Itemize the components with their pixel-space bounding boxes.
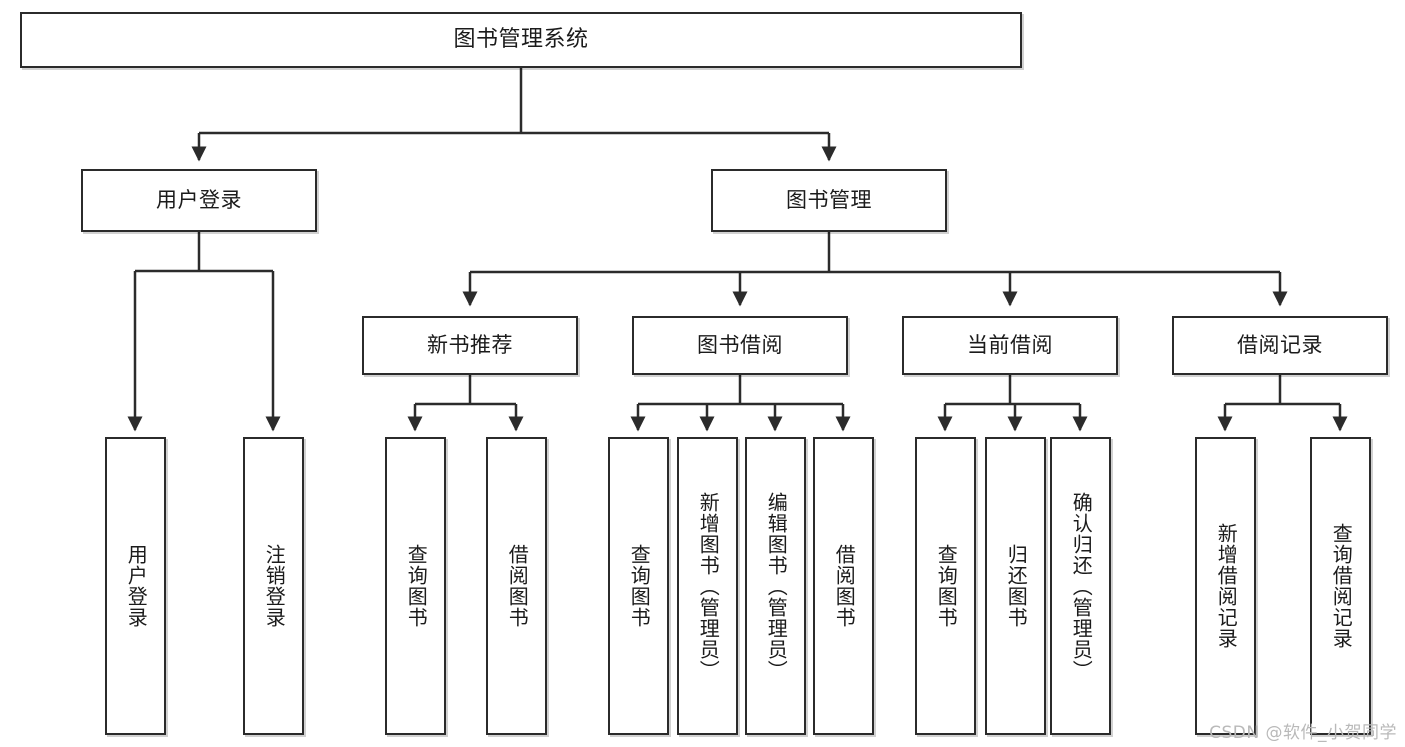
node-new-book-rec-label: 新书推荐 [427,333,513,358]
node-leaf-query-record[interactable]: 查询借阅记录 [1310,437,1371,735]
node-leaf-add-book-label: 新增图书（管理员） [696,491,721,681]
node-leaf-query-book-2-label: 查询图书 [627,544,652,628]
node-leaf-user-login-label: 用户登录 [124,544,149,628]
node-root[interactable]: 图书管理系统 [20,12,1022,68]
node-leaf-user-login[interactable]: 用户登录 [105,437,166,735]
node-leaf-query-book-3-label: 查询图书 [934,544,959,628]
node-leaf-user-logout-label: 注销登录 [262,544,287,628]
node-borrow-record-label: 借阅记录 [1237,333,1323,358]
node-leaf-return-book-label: 归还图书 [1004,544,1029,628]
node-leaf-query-record-label: 查询借阅记录 [1329,523,1354,649]
node-book-manage[interactable]: 图书管理 [711,169,947,232]
node-book-borrow-label: 图书借阅 [697,333,783,358]
node-leaf-query-book-2[interactable]: 查询图书 [608,437,669,735]
node-leaf-add-record-label: 新增借阅记录 [1214,523,1239,649]
node-new-book-rec[interactable]: 新书推荐 [362,316,578,375]
node-current-borrow[interactable]: 当前借阅 [902,316,1118,375]
node-leaf-edit-book-label: 编辑图书（管理员） [764,491,789,681]
node-user-login-label: 用户登录 [156,188,242,213]
node-leaf-return-book[interactable]: 归还图书 [985,437,1046,735]
node-leaf-add-record[interactable]: 新增借阅记录 [1195,437,1256,735]
node-leaf-confirm-return[interactable]: 确认归还（管理员） [1050,437,1111,735]
node-leaf-edit-book[interactable]: 编辑图书（管理员） [745,437,806,735]
node-leaf-query-book-3[interactable]: 查询图书 [915,437,976,735]
node-user-login[interactable]: 用户登录 [81,169,317,232]
node-leaf-confirm-return-label: 确认归还（管理员） [1069,491,1094,681]
node-leaf-add-book[interactable]: 新增图书（管理员） [677,437,738,735]
node-leaf-query-book-1-label: 查询图书 [404,544,429,628]
node-leaf-borrow-book-1[interactable]: 借阅图书 [486,437,547,735]
node-leaf-user-logout[interactable]: 注销登录 [243,437,304,735]
node-current-borrow-label: 当前借阅 [967,333,1053,358]
node-leaf-borrow-book-1-label: 借阅图书 [505,544,530,628]
node-leaf-borrow-book-2-label: 借阅图书 [832,544,857,628]
node-book-borrow[interactable]: 图书借阅 [632,316,848,375]
node-leaf-borrow-book-2[interactable]: 借阅图书 [813,437,874,735]
node-book-manage-label: 图书管理 [786,188,872,213]
node-root-label: 图书管理系统 [453,27,589,53]
node-borrow-record[interactable]: 借阅记录 [1172,316,1388,375]
node-leaf-query-book-1[interactable]: 查询图书 [385,437,446,735]
